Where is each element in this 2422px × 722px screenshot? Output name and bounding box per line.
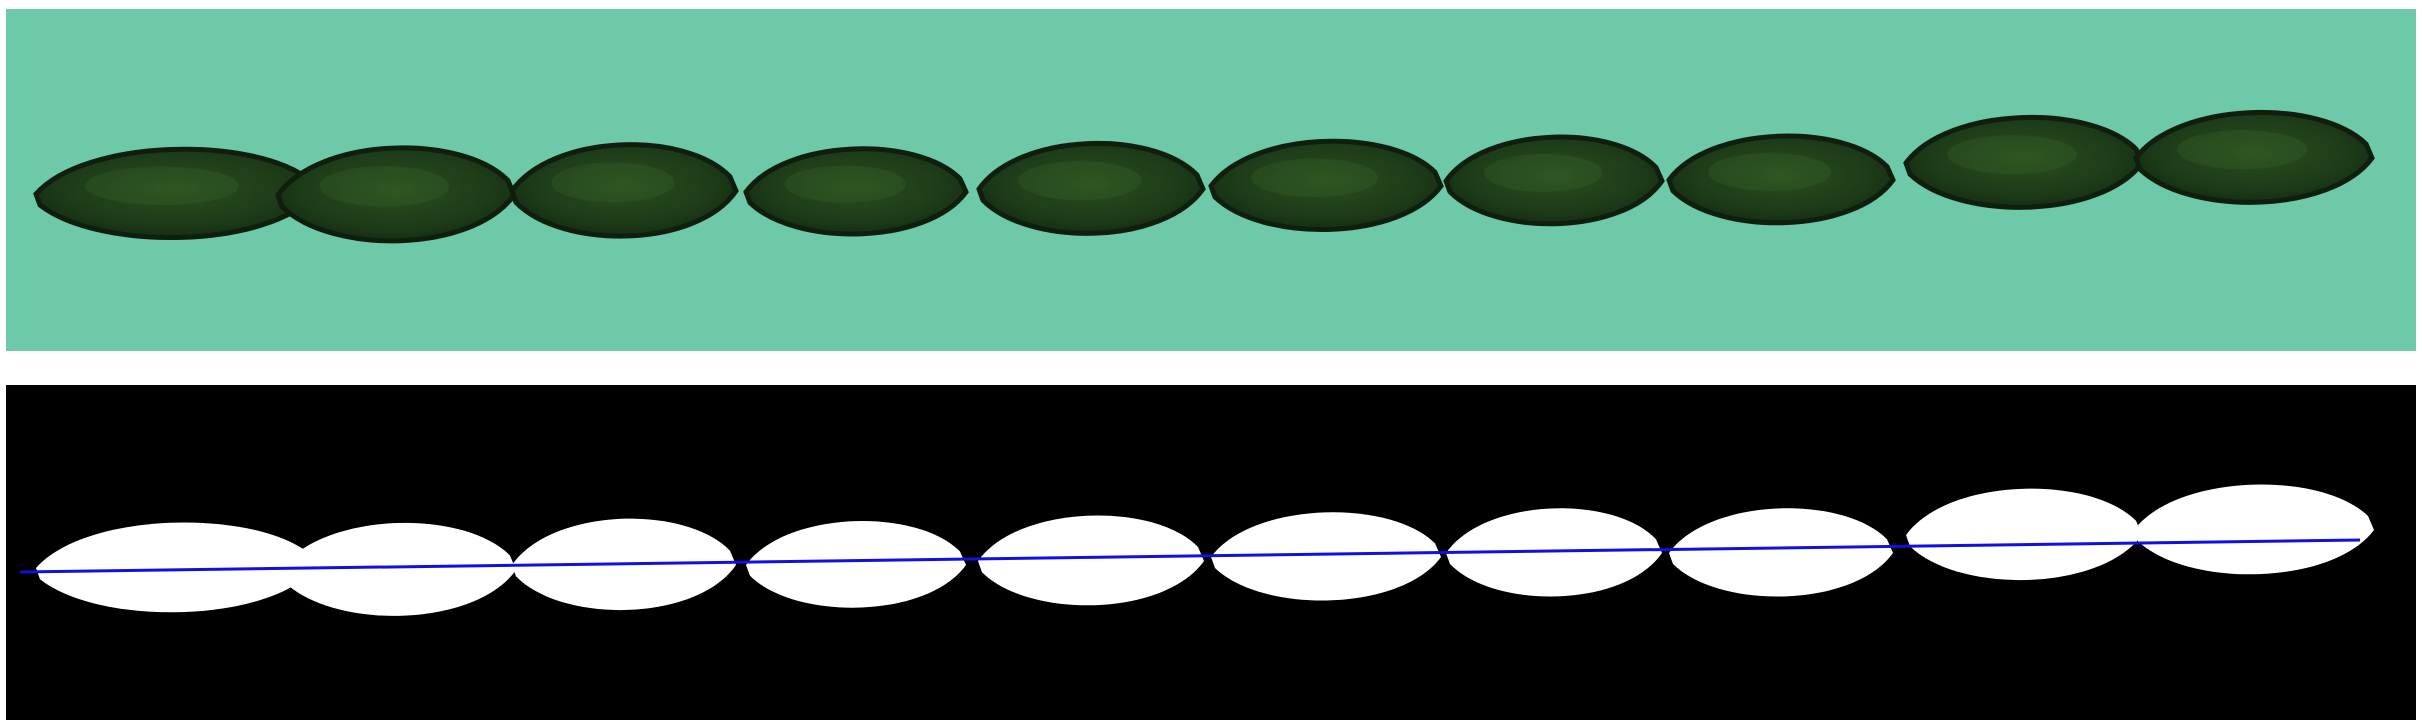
photo-seed-7 [1443,134,1665,227]
photo-seed-highlight-4 [784,165,906,203]
mask-seed-9 [1906,488,2142,581]
mask-seed-10 [2134,484,2374,575]
mask-seed-row [36,484,2374,616]
photo-seed-highlight-2 [319,166,450,207]
photo-seed-row [33,109,2375,244]
photo-seed-highlight-6 [1251,158,1378,197]
photo-seed-highlight-10 [2177,130,2308,170]
mask-seed-6 [1211,512,1441,601]
mask-seed-8 [1669,508,1893,597]
photo-seed-highlight-5 [1018,161,1142,201]
photo-seed-5 [976,140,1206,236]
mask-seed-5 [978,515,1204,606]
mask-seed-2 [280,522,516,616]
photo-seed-highlight-9 [1947,135,2078,175]
seed-photo-panel [6,9,2416,351]
photo-seed-4 [743,146,969,237]
photo-seed-6 [1208,138,1444,233]
photo-seed-highlight-3 [551,162,675,203]
seed-mask-panel [6,385,2416,720]
mask-seed-4 [746,521,966,608]
fitted-axis-line [19,538,2361,574]
photo-seed-highlight-1 [85,166,239,205]
photo-seed-highlight-8 [1708,153,1832,191]
photo-seed-highlight-7 [1483,154,1603,192]
mask-seed-1 [36,522,316,613]
seed-mask-canvas [19,484,2374,616]
photo-seed-10 [2133,109,2375,205]
photo-seed-3 [509,142,739,239]
seed-photo-canvas [33,109,2375,244]
photo-seed-8 [1666,133,1896,226]
